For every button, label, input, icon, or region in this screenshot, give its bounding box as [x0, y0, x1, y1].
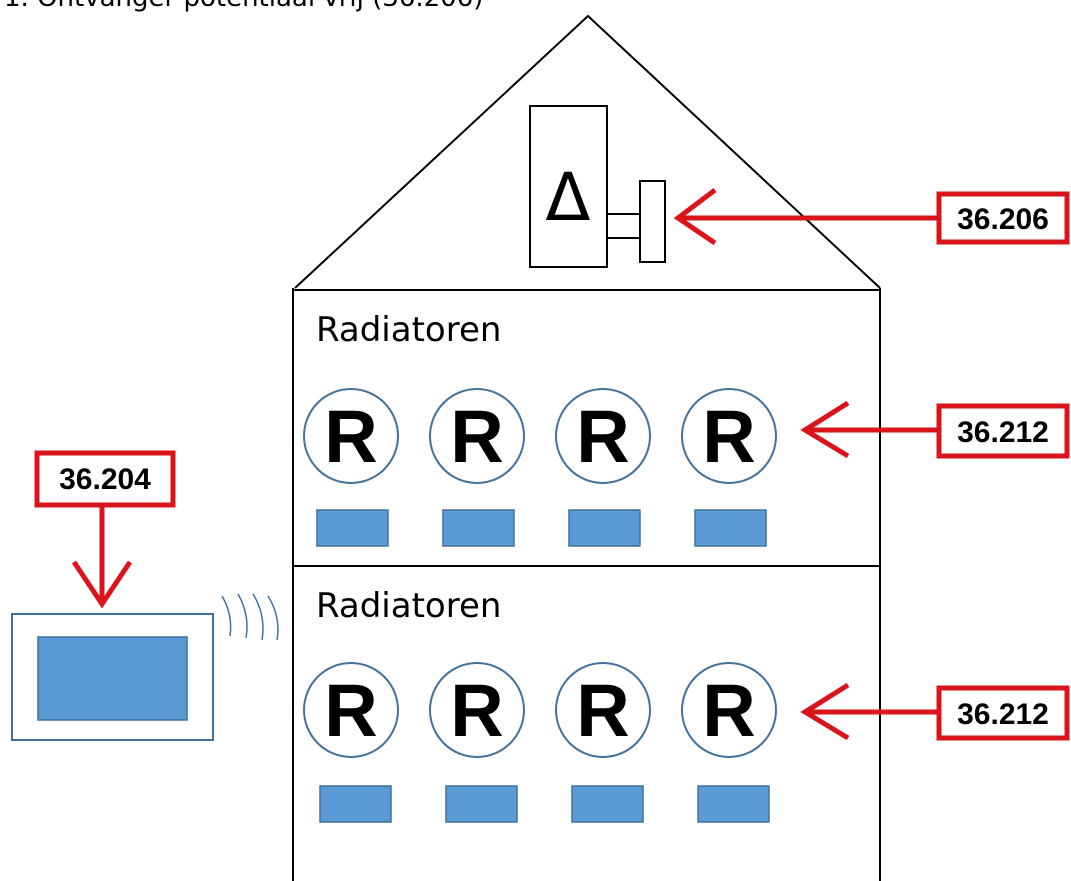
radiator-letter: R	[450, 669, 503, 752]
floor-2-radiators: R R R R	[303, 662, 777, 758]
callout-arrowhead	[800, 682, 850, 741]
radiator-letter: R	[702, 395, 755, 478]
room-thermostat	[11, 613, 214, 741]
radiator-icon	[429, 388, 525, 484]
radiator-icon	[681, 662, 777, 758]
thermostat-screen	[37, 636, 188, 721]
radiator-panel	[694, 509, 767, 547]
floor-1-radiators: R R R R	[303, 388, 777, 484]
radiator-icon	[429, 662, 525, 758]
callout-thermostat: 36.204	[34, 450, 176, 609]
callout-receiver: 36.206	[673, 188, 1070, 246]
floor-1-panels	[316, 509, 767, 547]
radiator-panel	[445, 785, 518, 823]
callout-label: 36.206	[957, 203, 1049, 236]
callout-box	[34, 450, 176, 508]
callout-label: 36.212	[957, 416, 1049, 449]
callout-arrowhead	[800, 400, 850, 459]
radiator-panel	[316, 509, 389, 547]
radiator-panel	[568, 509, 641, 547]
receiver-module	[639, 180, 666, 263]
boiler-triangle-icon: Δ	[545, 159, 590, 236]
wireless-signal-icon	[221, 593, 279, 641]
radiator-panel	[319, 785, 392, 823]
radiator-letter: R	[324, 395, 377, 478]
radiator-letter: R	[576, 395, 629, 478]
boiler	[529, 105, 608, 268]
callout-arrowhead	[71, 560, 133, 609]
callout-label: 36.212	[957, 698, 1049, 731]
radiator-icon	[681, 388, 777, 484]
callout-arrowhead	[673, 188, 717, 246]
diagram-caption: 1. Ontvanger potentiaal vrij (36.206)	[4, 0, 483, 13]
radiator-letter: R	[576, 669, 629, 752]
floor-1-title: Radiatoren	[316, 310, 501, 350]
callout-label: 36.204	[59, 463, 151, 496]
radiator-panel	[442, 509, 515, 547]
callout-radiators-floor-2: 36.212	[800, 682, 1070, 741]
radiator-icon	[303, 388, 399, 484]
callout-radiators-floor-1: 36.212	[800, 400, 1070, 459]
floor-2-panels	[319, 785, 770, 823]
radiator-icon	[555, 388, 651, 484]
radiator-letter: R	[324, 669, 377, 752]
house-roof	[294, 14, 881, 289]
radiator-letter: R	[450, 395, 503, 478]
radiator-letter: R	[702, 669, 755, 752]
radiator-panel	[571, 785, 644, 823]
floor-2-title: Radiatoren	[316, 586, 501, 626]
radiator-icon	[555, 662, 651, 758]
radiator-icon	[303, 662, 399, 758]
radiator-panel	[697, 785, 770, 823]
